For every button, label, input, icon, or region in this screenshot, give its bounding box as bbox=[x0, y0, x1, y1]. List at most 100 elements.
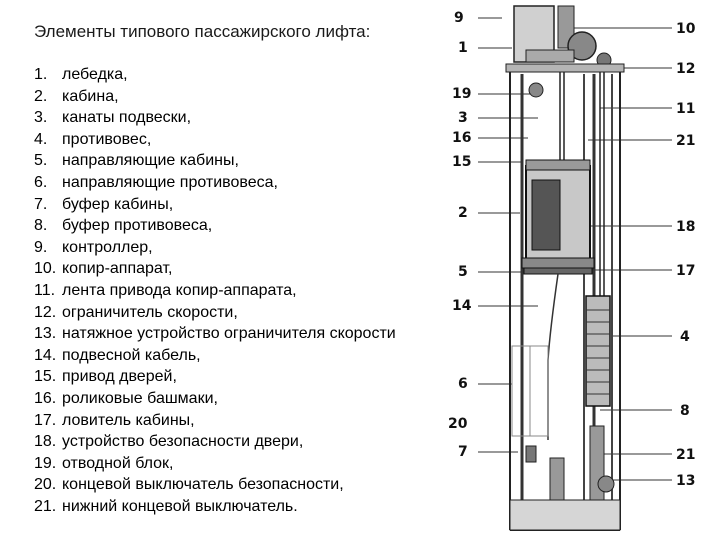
legend-item: 1. лебедка, bbox=[34, 64, 396, 86]
legend-text: роликовые башмаки, bbox=[62, 389, 218, 407]
travelling-cable bbox=[547, 273, 559, 440]
legend-item: 10. копир-аппарат, bbox=[34, 258, 396, 280]
legend-number: 5. bbox=[34, 152, 48, 170]
legend-number: 14. bbox=[34, 346, 57, 364]
legend-item: 6.направляющие противовеса, bbox=[34, 172, 396, 194]
legend-number: 7. bbox=[34, 195, 48, 213]
legend-text: ловитель кабины, bbox=[62, 411, 195, 429]
legend-text: кабина, bbox=[62, 87, 119, 105]
legend-item: 2. кабина, bbox=[34, 86, 396, 108]
legend-text: подвесной кабель, bbox=[62, 346, 201, 364]
callout-number: 17 bbox=[676, 263, 695, 279]
callout-number: 21 bbox=[676, 133, 695, 149]
hoist-ropes bbox=[559, 72, 605, 296]
legend-text: противовес, bbox=[62, 130, 152, 148]
legend-number: 10. bbox=[34, 260, 57, 278]
callout-number: 3 bbox=[458, 110, 468, 126]
component-legend: 1.лебедка, 2.кабина, 3.канаты подвески, … bbox=[34, 64, 396, 517]
winch bbox=[567, 31, 597, 61]
legend-text: нижний концевой выключатель. bbox=[62, 497, 298, 515]
legend-number: 9. bbox=[34, 238, 48, 256]
legend-number: 13. bbox=[34, 325, 57, 343]
callout-number: 2 bbox=[458, 205, 468, 221]
legend-number: 18. bbox=[34, 433, 57, 451]
legend-item: 20. концевой выключатель безопасности, bbox=[34, 474, 396, 496]
legend-number: 2. bbox=[34, 87, 48, 105]
legend-item: 4. противовес, bbox=[34, 129, 396, 151]
callout-number: 6 bbox=[458, 376, 468, 392]
legend-item: 12. ограничитель скорости, bbox=[34, 302, 396, 324]
pit-floor bbox=[509, 499, 621, 531]
diagram-title: Элементы типового пассажирского лифта: bbox=[34, 22, 371, 41]
legend-number: 8. bbox=[34, 217, 48, 235]
legend-number: 3. bbox=[34, 109, 48, 127]
legend-text: контроллер, bbox=[62, 238, 153, 256]
car-buffer bbox=[549, 457, 565, 501]
legend-number: 20. bbox=[34, 476, 57, 494]
callout-number: 14 bbox=[452, 298, 472, 314]
callout-number: 12 bbox=[676, 61, 695, 77]
legend-text: направляющие кабины, bbox=[62, 152, 239, 170]
legend-text: буфер кабины, bbox=[62, 195, 174, 213]
legend-text: копир-аппарат, bbox=[62, 260, 173, 278]
callout-number: 13 bbox=[676, 473, 695, 489]
callout-number: 21 bbox=[676, 447, 695, 463]
legend-text: лебедка, bbox=[62, 66, 128, 83]
landing-doors bbox=[511, 345, 549, 437]
legend-item: 18. устройство безопасности двери, bbox=[34, 431, 396, 453]
legend-text: отводной блок, bbox=[62, 454, 174, 472]
counterweight-plates bbox=[586, 309, 610, 395]
legend-number: 15. bbox=[34, 368, 57, 386]
legend-number: 4. bbox=[34, 130, 48, 148]
legend-item: 9. контроллер, bbox=[34, 237, 396, 259]
legend-item: 15. привод дверей, bbox=[34, 366, 396, 388]
legend-item: 3. канаты подвески, bbox=[34, 107, 396, 129]
callout-number: 1 bbox=[458, 40, 468, 56]
legend-number: 11. bbox=[34, 281, 56, 299]
door-operator bbox=[525, 159, 591, 171]
governor-tension-sheave bbox=[597, 475, 615, 493]
legend-text: концевой выключатель безопасности, bbox=[62, 476, 344, 494]
legend-number: 21. bbox=[34, 497, 57, 515]
legend-number: 1. bbox=[34, 66, 48, 83]
legend-text: канаты подвески, bbox=[62, 109, 192, 127]
legend-text: натяжное устройство ограничителя скорост… bbox=[62, 325, 396, 343]
deflector-sheave bbox=[528, 82, 544, 98]
machine-room bbox=[505, 5, 625, 98]
cab-door-opening bbox=[531, 179, 561, 251]
legend-text: привод дверей, bbox=[62, 368, 177, 386]
callout-number: 15 bbox=[452, 154, 471, 170]
elevator-cab bbox=[521, 159, 595, 275]
legend-item: 8. буфер противовеса, bbox=[34, 215, 396, 237]
callout-number: 4 bbox=[680, 329, 690, 345]
callout-number: 7 bbox=[458, 444, 468, 460]
counterweight-frame bbox=[585, 295, 611, 407]
legend-item: 19.отводной блок, bbox=[34, 453, 396, 475]
car-safety bbox=[523, 267, 593, 275]
legend-number: 12. bbox=[34, 303, 57, 321]
legend-number: 17. bbox=[34, 411, 57, 429]
legend-text: устройство безопасности двери, bbox=[62, 433, 304, 451]
legend-text: ограничитель скорости, bbox=[62, 303, 238, 321]
legend-item: 13. натяжное устройство ограничителя скор… bbox=[34, 323, 396, 345]
cab-platform bbox=[521, 257, 595, 269]
callout-number: 9 bbox=[454, 10, 464, 26]
legend-item: 7. буфер кабины, bbox=[34, 194, 396, 216]
legend-item: 16.роликовые башмаки, bbox=[34, 388, 396, 410]
elevator-shaft-diagram: 9 1 19 3 16 15 2 5 14 6 20 7 10 12 11 21… bbox=[448, 5, 696, 531]
shaft-pit bbox=[509, 425, 621, 531]
legend-text: буфер противовеса, bbox=[62, 217, 213, 235]
callout-number: 18 bbox=[676, 219, 695, 235]
callout-number: 5 bbox=[458, 264, 468, 280]
callout-number: 8 bbox=[680, 403, 690, 419]
winch-motor bbox=[525, 49, 575, 63]
legend-item: 21. нижний концевой выключатель. bbox=[34, 496, 396, 518]
counterweight-guide-rails bbox=[583, 74, 613, 520]
right-callouts: 10 12 11 21 18 17 4 8 21 13 bbox=[676, 21, 696, 489]
callout-number: 11 bbox=[676, 101, 695, 117]
legend-item: 14. подвесной кабель, bbox=[34, 345, 396, 367]
legend-item: 5. направляющие кабины, bbox=[34, 150, 396, 172]
callout-number: 10 bbox=[676, 21, 696, 37]
legend-text: направляющие противовеса, bbox=[62, 173, 278, 191]
legend-text: лента привода копир-аппарата, bbox=[62, 281, 297, 299]
